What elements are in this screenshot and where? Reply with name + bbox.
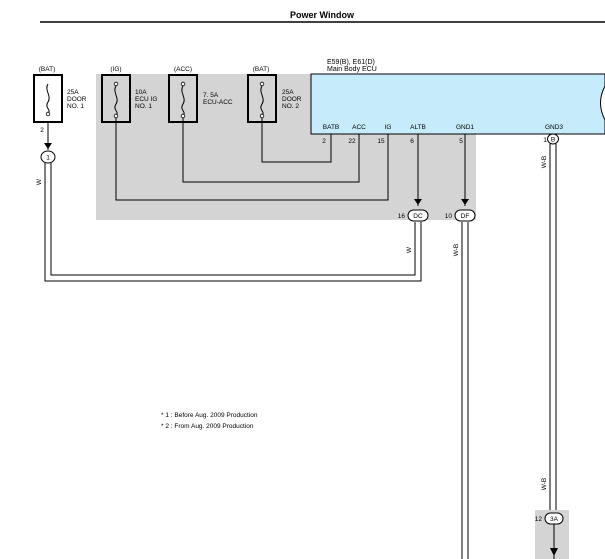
arrow-3a [550, 548, 558, 556]
fuse4-terminal [259, 113, 265, 119]
fuse4-name: DOOR [282, 96, 302, 103]
pin-num-altb: 6 [410, 138, 414, 145]
pin-num-gnd3: 1 [543, 137, 547, 144]
wire-acc [182, 118, 360, 183]
pin-name-batb: BATB [323, 124, 340, 131]
arrow-gnd1 [461, 199, 469, 205]
arrow-fuse1 [44, 143, 52, 149]
connector-dc-pin: 16 [398, 213, 406, 220]
fuse1-source: (BAT) [39, 66, 56, 73]
connector-dc-label: DC [413, 213, 423, 220]
note-1: * 1 : Before Aug. 2009 Production [161, 412, 258, 419]
pin-num-batb: 2 [322, 138, 326, 145]
note-2: * 2 : From Aug. 2009 Production [161, 423, 254, 430]
wire-ig [115, 118, 389, 201]
fuse3-symbol [181, 85, 185, 116]
fuse4-symbol [260, 85, 264, 116]
fuse4-num: NO. 2 [282, 103, 299, 110]
wire-color-w1: W [36, 178, 43, 185]
pin-name-gnd1: GND1 [456, 124, 474, 131]
ecu-connectors: E59(B), E61(D) [327, 59, 375, 66]
wire-batb [261, 118, 332, 163]
fuse2-name: ECU IG [135, 96, 157, 103]
connector-1 [40, 150, 56, 164]
pin-num-ig: 15 [377, 138, 385, 145]
wire-color-wb1: W-B [453, 244, 460, 257]
connector-3a-pin: 12 [535, 516, 543, 523]
fuse2-num: NO. 1 [135, 103, 152, 110]
fuse3-source: (ACC) [174, 66, 192, 73]
connector-df-label: DF [461, 213, 470, 220]
pin-name-altb: ALTB [410, 124, 426, 131]
fuse1-symbol [46, 83, 50, 114]
fuse4-amp: 25A [282, 89, 294, 96]
fuse4-source: (BAT) [253, 66, 270, 73]
fuse2-terminal-top [113, 81, 119, 87]
wire-color-wb2: W-B [541, 156, 548, 169]
fuse3-name: ECU-ACC [203, 99, 233, 106]
wire-color-wb3: W-B [541, 478, 548, 491]
wire-w-loop-inner [50, 163, 416, 276]
pin-num-acc: 22 [348, 138, 356, 145]
page-title: Power Window [290, 10, 355, 20]
connector-1-label: 1 [46, 155, 50, 162]
fuse1-num: NO. 1 [67, 103, 84, 110]
pin-num-gnd1: 5 [459, 138, 463, 145]
wire-color-w2: W [406, 246, 413, 253]
connector-df-pin: 10 [445, 213, 453, 220]
connector-b [547, 133, 559, 145]
pin-name-acc: ACC [352, 124, 366, 131]
fuse2-symbol [114, 85, 118, 116]
fuse1-name: DOOR [67, 96, 87, 103]
ecu-name: Main Body ECU [327, 66, 377, 73]
fuse1-pin: 2 [40, 127, 44, 134]
pin-name-gnd3: GND3 [545, 124, 563, 131]
fuse3-amp: 7. 5A [203, 92, 219, 99]
pin-name-ig: IG [385, 124, 392, 131]
connector-3a-label: 3A [550, 516, 559, 523]
connector-dc [407, 209, 429, 222]
fuse2-amp: 10A [135, 89, 147, 96]
fuse4-terminal-top [259, 81, 265, 87]
fuse3-terminal [180, 113, 186, 119]
arrow-altb [414, 199, 422, 205]
fuse1-amp: 25A [67, 89, 79, 96]
connector-b-label: B [551, 137, 555, 144]
wire-w-loop-outer [44, 163, 422, 282]
connector-df [454, 209, 476, 222]
fuse2-terminal [113, 113, 119, 119]
fuse3-terminal-top [180, 81, 186, 87]
fuse1-terminal [45, 111, 51, 117]
fuse2-source: (IG) [110, 66, 121, 73]
